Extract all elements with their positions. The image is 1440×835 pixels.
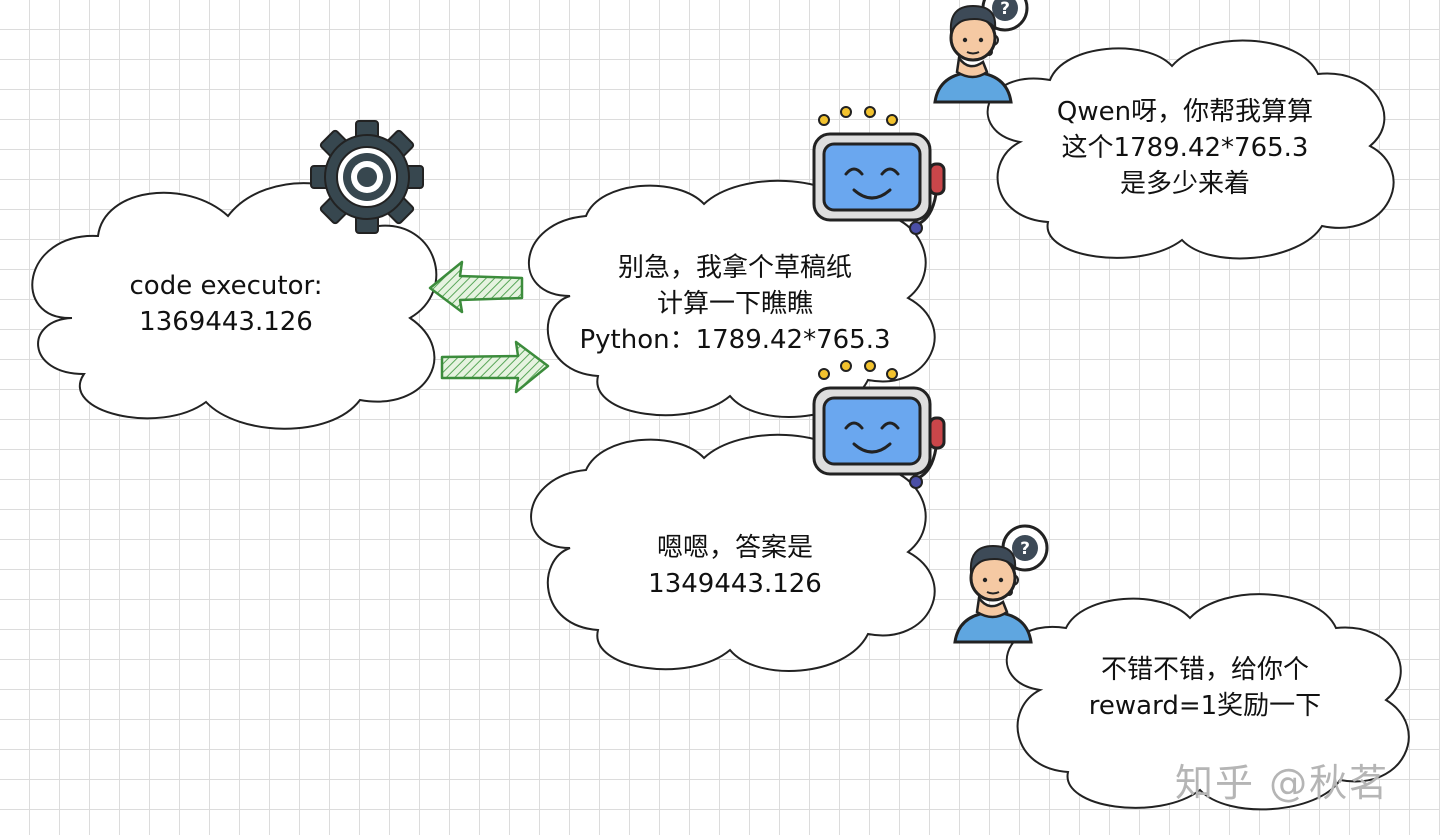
robot-top-line: Python：1789.42*765.3 — [579, 325, 891, 355]
left-arrow-icon — [428, 260, 524, 314]
user-top-line: 这个1789.42*765.3 — [1061, 133, 1309, 163]
robot-top-line: 计算一下瞧瞧 — [656, 289, 813, 319]
executor-bubble — [31, 182, 438, 430]
user-bottom-bubble — [1005, 593, 1410, 811]
user-bottom-text: 不错不错，给你个 reward=1奖励一下 — [1060, 652, 1350, 724]
executor-line: 1369443.126 — [139, 307, 313, 337]
user-top-text: Qwen呀，你帮我算算 这个1789.42*765.3 是多少来着 — [1020, 94, 1350, 202]
user-top-line: 是多少来着 — [1119, 169, 1250, 199]
robot-bottom-line: 1349443.126 — [648, 569, 822, 599]
thinking-user-icon — [953, 524, 1049, 644]
robot-bottom-line: 嗯嗯，答案是 — [656, 533, 813, 563]
robot-icon — [812, 105, 946, 236]
gear-icon — [310, 120, 424, 234]
user-bottom-line: 不错不错，给你个 — [1100, 655, 1309, 685]
robot-bottom-bubble — [530, 433, 936, 672]
robot-top-line: 别急，我拿个草稿纸 — [617, 253, 852, 283]
user-bottom-line: reward=1奖励一下 — [1088, 691, 1322, 721]
user-top-bubble — [986, 39, 1395, 260]
executor-line: code executor: — [129, 271, 323, 301]
robot-top-text: 别急，我拿个草稿纸 计算一下瞧瞧 Python：1789.42*765.3 — [550, 250, 920, 358]
robot-top-bubble — [527, 179, 936, 418]
user-top-line: Qwen呀，你帮我算算 — [1056, 97, 1314, 127]
executor-text: code executor: 1369443.126 — [96, 268, 356, 340]
watermark: 知乎 @秋茗 — [1175, 761, 1390, 805]
right-arrow-icon — [440, 340, 550, 394]
robot-bottom-text: 嗯嗯，答案是 1349443.126 — [590, 530, 880, 602]
